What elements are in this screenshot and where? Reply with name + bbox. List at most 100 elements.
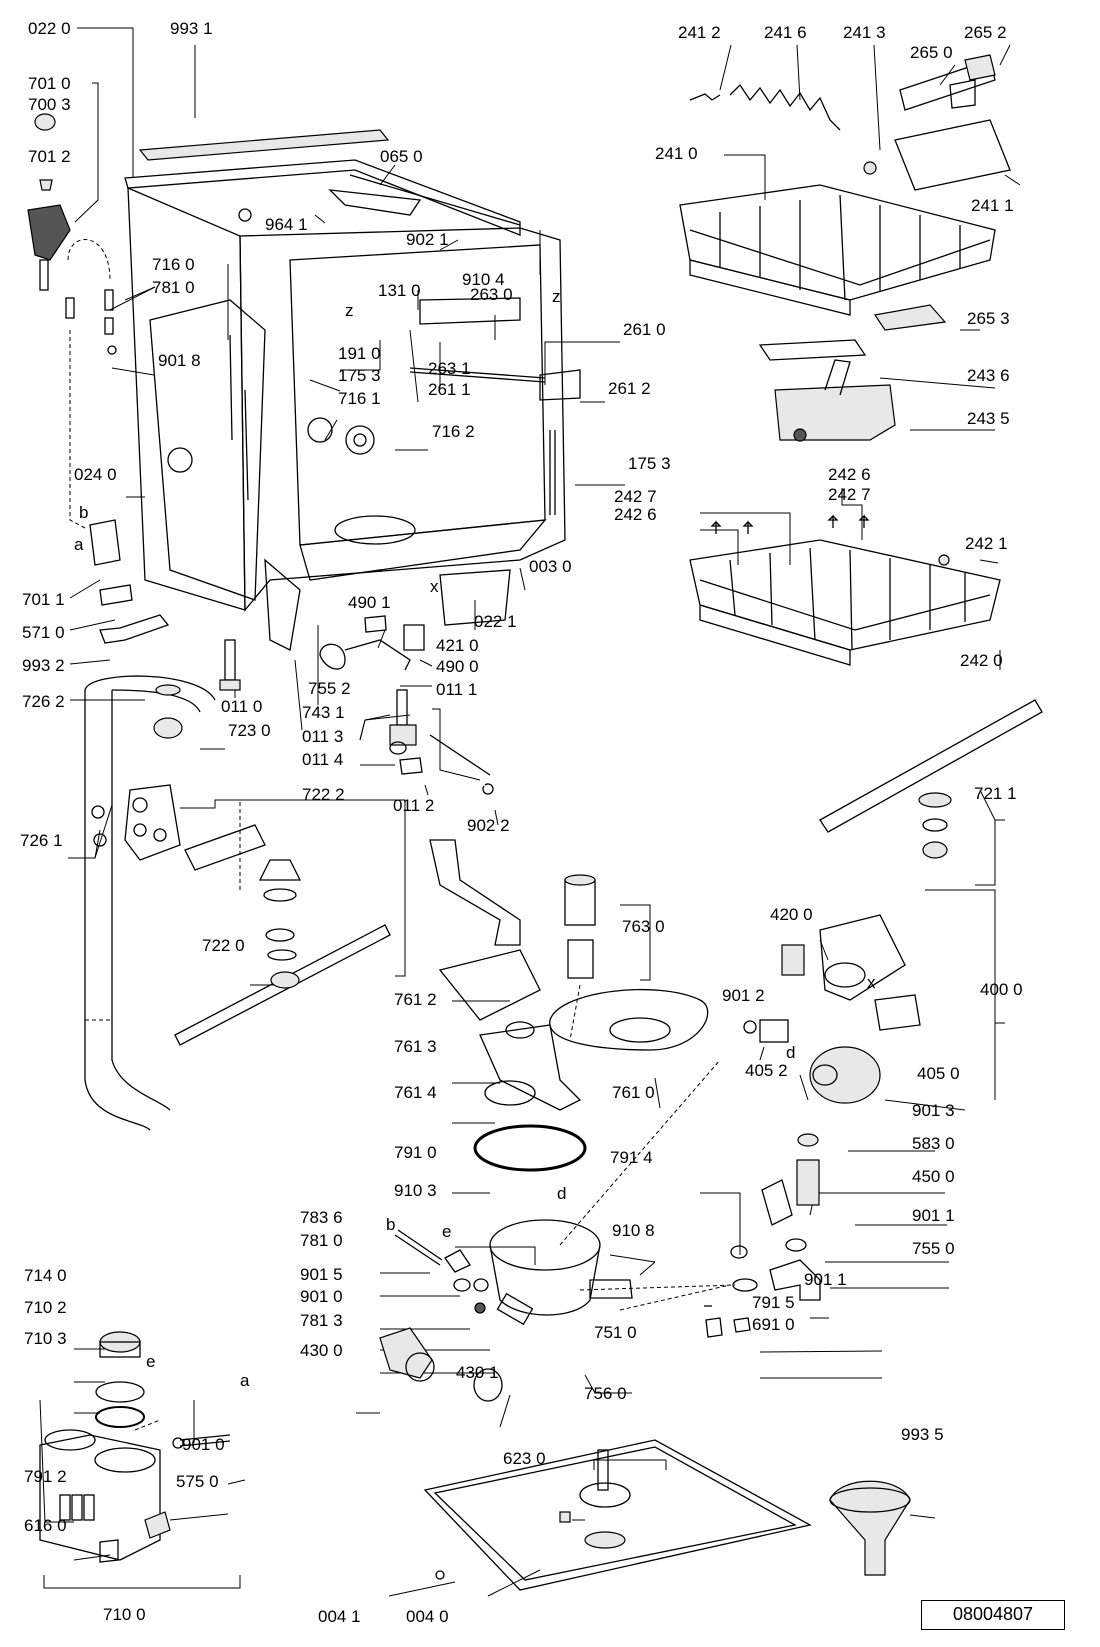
connector-letter-z: z <box>552 287 561 306</box>
label-901-3: 901 3 <box>912 1101 955 1120</box>
label-263-0: 263 0 <box>470 285 513 304</box>
label-241-1: 241 1 <box>971 196 1014 215</box>
label-263-1: 263 1 <box>428 359 471 378</box>
label-265-3: 265 3 <box>967 309 1010 328</box>
label-450-0: 450 0 <box>912 1167 955 1186</box>
label-723-0: 723 0 <box>228 721 271 740</box>
label-004-1: 004 1 <box>318 1607 361 1626</box>
label-901-0-b: 901 0 <box>182 1435 225 1454</box>
label-901-1-b: 901 1 <box>804 1270 847 1289</box>
label-131-0: 131 0 <box>378 281 421 300</box>
label-175-3-a: 175 3 <box>338 366 381 385</box>
label-901-8: 901 8 <box>158 351 201 370</box>
dishwasher-tub <box>124 159 581 651</box>
label-755-2: 755 2 <box>308 679 351 698</box>
label-901-5: 901 5 <box>300 1265 343 1284</box>
label-265-2: 265 2 <box>964 23 1007 42</box>
label-901-2: 901 2 <box>722 986 765 1005</box>
sump-connectors <box>379 1229 489 1382</box>
label-575-0: 575 0 <box>176 1472 219 1491</box>
label-726-1: 726 1 <box>20 831 63 850</box>
label-751-0: 751 0 <box>594 1323 637 1342</box>
water-softener <box>39 1331 231 1563</box>
label-902-1: 902 1 <box>406 230 449 249</box>
top-sealing-strip <box>138 129 390 161</box>
label-022-0: 022 0 <box>28 19 71 38</box>
label-261-1: 261 1 <box>428 380 471 399</box>
label-241-6: 241 6 <box>764 23 807 42</box>
label-902-2: 902 2 <box>467 816 510 835</box>
label-241-2: 241 2 <box>678 23 721 42</box>
label-011-3: 011 3 <box>302 727 343 746</box>
label-964-1: 964 1 <box>265 215 308 234</box>
label-791-4: 791 4 <box>610 1148 653 1167</box>
callout-labels: 022 0 993 1 701 0 700 3 701 2 065 0 964 … <box>20 19 1023 1626</box>
base-plate <box>423 1439 812 1591</box>
label-175-3-b: 175 3 <box>628 454 671 473</box>
label-743-1: 743 1 <box>302 703 345 722</box>
label-993-2: 993 2 <box>22 656 65 675</box>
label-241-0: 241 0 <box>655 144 698 163</box>
label-242-6-b: 242 6 <box>614 505 657 524</box>
connector-letters: z z x x b a d d b e e a <box>74 287 876 1390</box>
label-716-2: 716 2 <box>432 422 475 441</box>
label-993-1: 993 1 <box>170 19 213 38</box>
label-791-2: 791 2 <box>24 1467 67 1486</box>
drain-pump-parts <box>704 1133 821 1338</box>
assembly-dashes <box>239 800 736 1311</box>
connector-letter-b: b <box>386 1215 395 1234</box>
label-420-0: 420 0 <box>770 905 813 924</box>
label-400-0: 400 0 <box>980 980 1023 999</box>
label-910-3: 910 3 <box>394 1181 437 1200</box>
connector-letter-e: e <box>442 1222 451 1241</box>
connector-letter-b: b <box>79 503 88 522</box>
label-716-0: 716 0 <box>152 255 195 274</box>
label-755-0: 755 0 <box>912 1239 955 1258</box>
label-241-3: 241 3 <box>843 23 886 42</box>
label-243-5: 243 5 <box>967 409 1010 428</box>
label-716-1: 716 1 <box>338 389 381 408</box>
label-721-1: 721 1 <box>974 784 1017 803</box>
connector-letter-x: x <box>430 577 439 596</box>
label-722-0: 722 0 <box>202 936 245 955</box>
label-022-1: 022 1 <box>474 612 517 631</box>
connector-letter-e: e <box>146 1352 155 1371</box>
label-993-5: 993 5 <box>901 1425 944 1444</box>
label-791-5: 791 5 <box>752 1293 795 1312</box>
label-065-0: 065 0 <box>380 147 423 166</box>
label-901-0-a: 901 0 <box>300 1287 343 1306</box>
label-763-0: 763 0 <box>622 917 665 936</box>
label-261-0: 261 0 <box>623 320 666 339</box>
label-901-1-a: 901 1 <box>912 1206 955 1225</box>
label-011-2: 011 2 <box>393 796 434 815</box>
label-405-0: 405 0 <box>917 1064 960 1083</box>
label-726-2: 726 2 <box>22 692 65 711</box>
label-700-3: 700 3 <box>28 95 71 114</box>
label-024-0: 024 0 <box>74 465 117 484</box>
label-430-0: 430 0 <box>300 1341 343 1360</box>
label-781-0-b: 781 0 <box>300 1231 343 1250</box>
water-inlet-parts <box>27 113 170 644</box>
label-405-2: 405 2 <box>745 1061 788 1080</box>
circulation-pipe <box>84 675 216 1131</box>
label-571-0: 571 0 <box>22 623 65 642</box>
label-791-0: 791 0 <box>394 1143 437 1162</box>
label-710-0: 710 0 <box>103 1605 146 1624</box>
label-710-3: 710 3 <box>24 1329 67 1348</box>
connector-letter-z: z <box>345 301 354 320</box>
label-430-1: 430 1 <box>456 1363 499 1382</box>
label-265-0: 265 0 <box>910 43 953 62</box>
cutlery-basket <box>758 339 896 442</box>
label-583-0: 583 0 <box>912 1134 955 1153</box>
label-701-2: 701 2 <box>28 147 71 166</box>
label-421-0: 421 0 <box>436 636 479 655</box>
connector-letter-d: d <box>557 1184 566 1203</box>
label-242-1: 242 1 <box>965 534 1008 553</box>
label-616-0: 616 0 <box>24 1516 67 1535</box>
upper-spray-arm <box>819 699 1043 859</box>
label-004-0: 004 0 <box>406 1607 449 1626</box>
filter-and-sump <box>429 839 709 1402</box>
label-701-0: 701 0 <box>28 74 71 93</box>
label-242-7-b: 242 7 <box>828 485 871 504</box>
